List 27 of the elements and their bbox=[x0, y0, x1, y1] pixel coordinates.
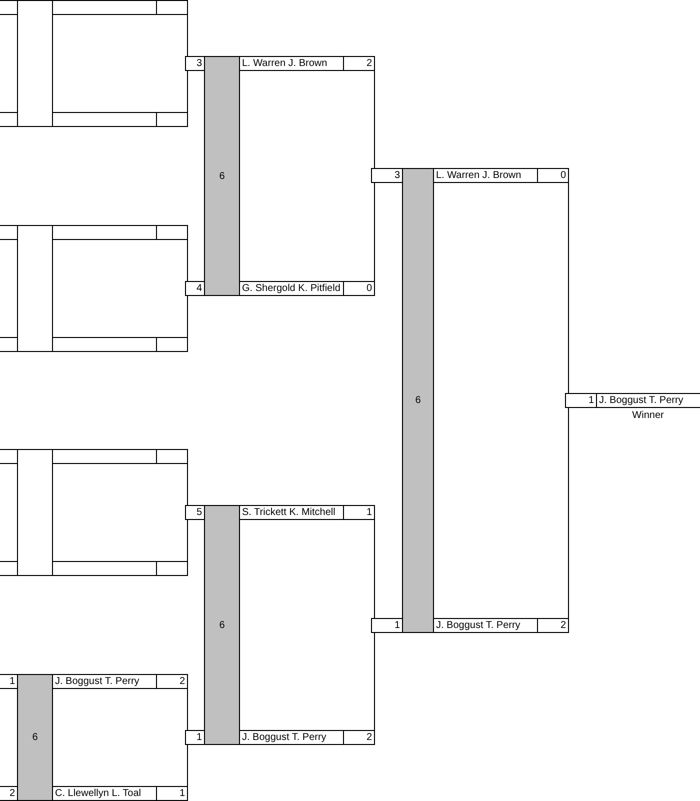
player-names: J. Boggust T. Perry bbox=[596, 393, 700, 408]
player-names: S. Trickett K. Mitchell bbox=[239, 505, 344, 520]
score: 0 bbox=[537, 168, 569, 183]
seed-number: 2 bbox=[0, 786, 18, 801]
seed-number: 1 bbox=[0, 674, 18, 689]
seed-number: 4 bbox=[185, 281, 205, 296]
player-names: J. Boggust T. Perry bbox=[239, 730, 344, 745]
seed-number: 3 bbox=[185, 56, 205, 71]
player-names: J. Boggust T. Perry bbox=[433, 618, 538, 633]
match-number-bar: 6 bbox=[204, 505, 240, 745]
seed-number: 1 bbox=[371, 618, 403, 633]
seed-number: 3 bbox=[371, 168, 403, 183]
player-names: G. Shergold K. Pitfield bbox=[239, 281, 344, 296]
score: 1 bbox=[343, 505, 375, 520]
player-names: C. Llewellyn L. Toal bbox=[52, 786, 157, 801]
match-number-bar: 6 bbox=[204, 56, 240, 296]
player-names: L. Warren J. Brown bbox=[433, 168, 538, 183]
score: 2 bbox=[156, 674, 188, 689]
match-number-bar: 6 bbox=[17, 674, 53, 801]
winner-caption: Winner bbox=[631, 409, 665, 422]
player-names: J. Boggust T. Perry bbox=[52, 674, 157, 689]
seed-number: 5 bbox=[185, 505, 205, 520]
player-names: L. Warren J. Brown bbox=[239, 56, 344, 71]
seed-number: 1 bbox=[565, 393, 597, 408]
score: 2 bbox=[343, 56, 375, 71]
match-number-bar: 6 bbox=[402, 168, 434, 633]
seed-number: 1 bbox=[185, 730, 205, 745]
